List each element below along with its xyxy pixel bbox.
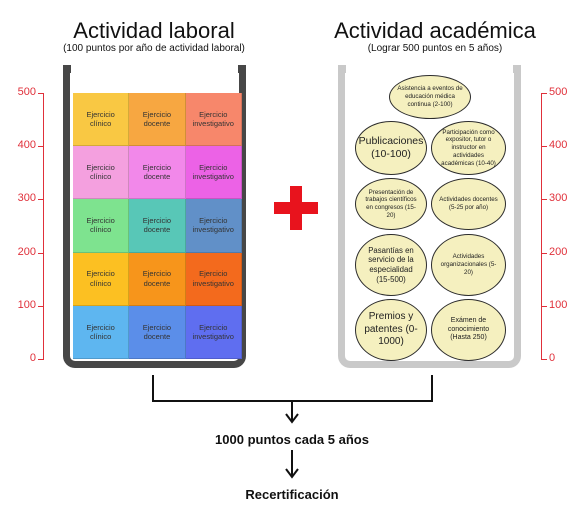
scale-tick-label: 400 (549, 139, 568, 152)
scale-tick-label: 300 (549, 192, 568, 205)
result-text: 1000 puntos cada 5 años (215, 432, 369, 447)
scale-tick (38, 146, 44, 148)
scale-tick-label: 500 (549, 86, 568, 98)
scale-tick-label: 500 (17, 86, 36, 98)
academic-item: Participación como expositor, tutor o in… (431, 121, 506, 175)
scale-tick (541, 199, 547, 201)
academic-item: Actividades organizacionales (5-20) (431, 234, 506, 296)
right-scale-axis (541, 93, 542, 359)
right-container (338, 65, 521, 368)
academic-item: Pasantías en servicio de la especialidad… (355, 234, 427, 296)
scale-tick-label: 0 (29, 352, 36, 364)
academic-item: Actividades docentes (5-25 por año) (431, 178, 506, 230)
scale-tick-label: 400 (17, 139, 36, 152)
scale-tick (38, 252, 44, 254)
left-title: Actividad laboral (73, 18, 235, 43)
scale-tick-label: 300 (17, 192, 36, 205)
scale-tick (541, 146, 547, 148)
down-arrow-icon (285, 413, 299, 424)
scale-tick-label: 100 (17, 298, 36, 311)
scale-tick-label: 0 (549, 352, 556, 364)
academic-item: Exámen de conocimiento (Hasta 250) (431, 299, 506, 361)
down-arrow-icon (285, 468, 299, 479)
scale-tick (38, 305, 44, 307)
academic-item: Presentación de trabajos científicos en … (355, 178, 427, 230)
scale-tick-label: 200 (17, 245, 36, 258)
academic-item: Publicaciones (10-100) (355, 121, 427, 175)
scale-tick (541, 93, 547, 94)
scale-tick (541, 305, 547, 307)
scale-tick (541, 359, 547, 360)
left-subtitle: (100 puntos por año de actividad laboral… (63, 43, 245, 54)
scale-tick (38, 93, 44, 94)
scale-tick (541, 252, 547, 254)
right-title: Actividad académica (334, 18, 536, 43)
scale-tick-label: 100 (549, 298, 568, 311)
right-subtitle: (Lograr 500 puntos en 5 años) (367, 43, 503, 54)
scale-tick-label: 200 (549, 245, 568, 258)
academic-item: Asistencia a eventos de educación médica… (389, 75, 471, 119)
academic-item: Premios y patentes (0-1000) (355, 299, 427, 361)
left-scale-axis (43, 93, 44, 359)
final-text: Recertificación (245, 487, 339, 502)
scale-tick (38, 199, 44, 201)
scale-tick (38, 359, 44, 360)
